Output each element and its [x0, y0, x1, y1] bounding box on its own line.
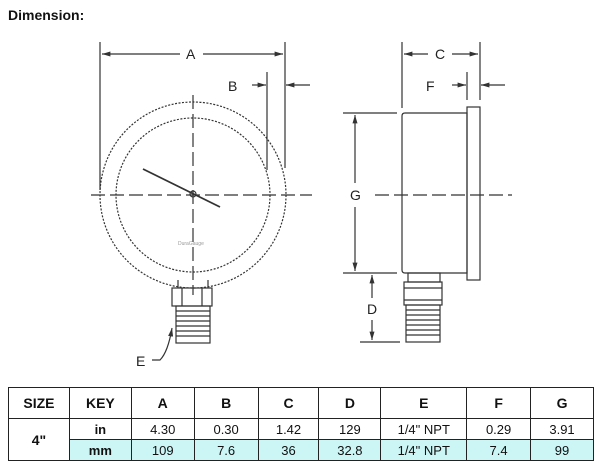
- value-cell: 1/4" NPT: [380, 418, 468, 440]
- socket-neck: [177, 280, 209, 288]
- socket-thread: [175, 305, 211, 344]
- value-cell: 1.42: [257, 418, 320, 440]
- needle-hub: [189, 190, 197, 198]
- header-g: G: [530, 387, 594, 419]
- value-cell: 36: [257, 439, 320, 461]
- side-socket-hex: [403, 281, 443, 306]
- size-cell: 4": [8, 418, 70, 461]
- value-cell: 32.8: [318, 439, 382, 461]
- value-cell: 109: [130, 439, 195, 461]
- header-d: D: [318, 387, 382, 419]
- value-cell: 129: [318, 418, 382, 440]
- value-cell: 99: [530, 439, 594, 461]
- dimension-label-g: G: [350, 187, 361, 203]
- header-key: KEY: [68, 387, 132, 419]
- key-cell: in: [68, 418, 132, 440]
- dimension-label-b: B: [228, 78, 237, 94]
- dimension-label-a: A: [186, 46, 196, 62]
- gauge-logo: DuraGauge: [178, 241, 204, 247]
- header-size: SIZE: [8, 387, 70, 419]
- table-row-in: 4" in 4.30 0.30 1.42 129 1/4" NPT 0.29 3…: [8, 418, 594, 461]
- value-cell: 0.30: [193, 418, 259, 440]
- dimension-table: SIZE KEY A B C D E F G 4" in 4.30 0.30 1…: [8, 387, 594, 461]
- dimension-label-c: C: [435, 46, 445, 62]
- table-header-row: SIZE KEY A B C D E F G: [8, 387, 594, 419]
- value-cell: 7.6: [193, 439, 259, 461]
- page-title: Dimension:: [8, 7, 85, 23]
- value-cell: 1/4" NPT: [380, 439, 468, 461]
- header-c: C: [257, 387, 320, 419]
- gauge-flange: [466, 106, 481, 281]
- dimension-label-e: E: [136, 353, 145, 369]
- side-socket-thread: [405, 304, 441, 343]
- gauge-body-side: [401, 112, 468, 274]
- dimension-label-d: D: [367, 301, 377, 317]
- dimension-label-f: F: [426, 78, 435, 94]
- header-b: B: [193, 387, 259, 419]
- gauge-needle: [142, 168, 221, 208]
- side-socket-neck: [407, 272, 441, 283]
- header-a: A: [130, 387, 195, 419]
- table-row-mm: mm 109 7.6 36 32.8 1/4" NPT 7.4 99: [9, 439, 594, 461]
- value-cell: 7.4: [466, 439, 532, 461]
- key-cell: mm: [68, 439, 132, 461]
- socket-hex: [171, 287, 213, 307]
- side-view: C F G D: [343, 42, 512, 343]
- header-e: E: [380, 387, 468, 419]
- value-cell: 4.30: [130, 418, 195, 440]
- value-cell: 0.29: [466, 418, 532, 440]
- header-f: F: [466, 387, 532, 419]
- value-cell: 3.91: [530, 418, 594, 440]
- front-view: DuraGauge A B E: [91, 42, 312, 369]
- gauge-dimension-diagram: DuraGauge A B E: [91, 42, 512, 369]
